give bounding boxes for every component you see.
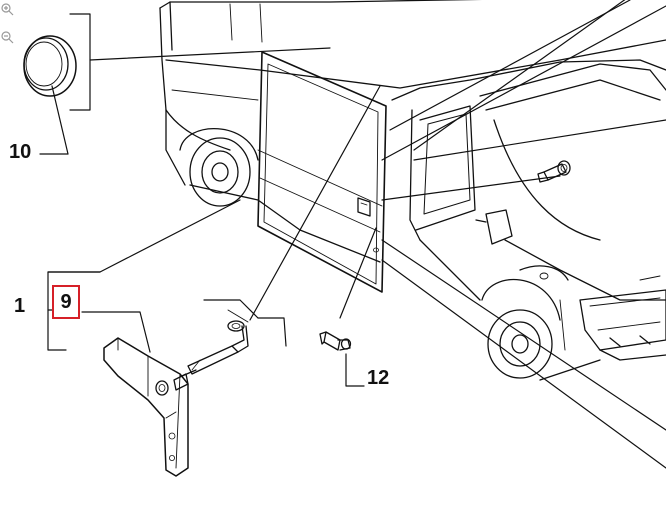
callout-part-9-selected[interactable]: 9 — [52, 285, 80, 319]
callout-part-1[interactable]: 1 — [14, 295, 26, 317]
callout-part-12[interactable]: 12 — [367, 367, 390, 389]
van-body-illustration — [159, 0, 666, 381]
sliding-door-panel — [257, 51, 387, 293]
part-10-cap — [23, 35, 77, 97]
part-9-hinge-bracket — [103, 337, 197, 477]
part-12-bolt — [319, 331, 352, 351]
callout-part-10[interactable]: 10 — [9, 141, 32, 163]
zoom-in-icon[interactable] — [0, 2, 14, 16]
leader-lines — [39, 0, 666, 469]
zoom-out-icon[interactable] — [0, 30, 14, 44]
hinge-pin-rod — [187, 320, 249, 375]
cab-bolt — [537, 160, 571, 183]
